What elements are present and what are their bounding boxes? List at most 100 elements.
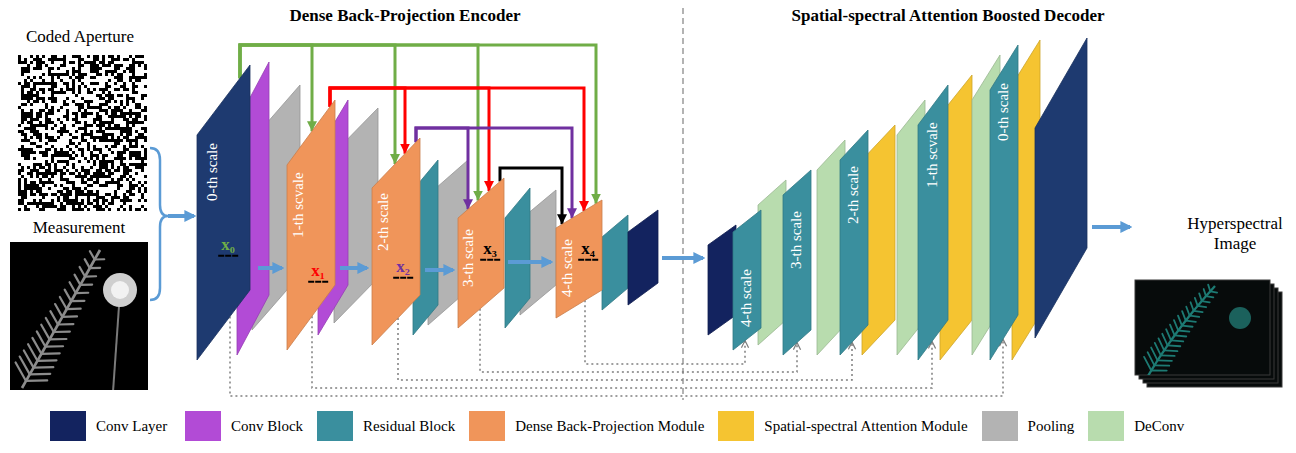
- aperture-cell: [75, 196, 78, 199]
- aperture-cell: [42, 184, 45, 187]
- aperture-cell: [60, 73, 63, 76]
- aperture-cell: [105, 163, 108, 166]
- aperture-cell: [90, 133, 93, 136]
- aperture-cell: [138, 187, 141, 190]
- aperture-cell: [93, 199, 96, 202]
- aperture-cell: [60, 169, 63, 172]
- aperture-cell: [78, 127, 81, 130]
- aperture-cell: [90, 157, 93, 160]
- aperture-cell: [33, 181, 36, 184]
- aperture-cell: [96, 157, 99, 160]
- aperture-cell: [60, 205, 63, 208]
- dense-connection: [240, 45, 312, 131]
- aperture-cell: [39, 193, 42, 196]
- aperture-cell: [72, 136, 75, 139]
- aperture-cell: [102, 202, 105, 205]
- skip-connection: [398, 318, 852, 380]
- aperture-cell: [144, 154, 147, 157]
- aperture-cell: [108, 139, 111, 142]
- aperture-cell: [72, 85, 75, 88]
- aperture-cell: [54, 124, 57, 127]
- aperture-cell: [105, 154, 108, 157]
- aperture-cell: [24, 118, 27, 121]
- aperture-cell: [60, 79, 63, 82]
- fern-leaf: [1178, 331, 1189, 332]
- aperture-cell: [60, 106, 63, 109]
- aperture-cell: [117, 208, 120, 211]
- aperture-cell: [81, 199, 84, 202]
- fern-stem: [1148, 286, 1215, 375]
- aperture-cell: [81, 202, 84, 205]
- aperture-cell: [87, 169, 90, 172]
- aperture-cell: [114, 169, 117, 172]
- aperture-cell: [87, 100, 90, 103]
- aperture-cell: [54, 154, 57, 157]
- aperture-cell: [66, 163, 69, 166]
- aperture-cell: [99, 73, 102, 76]
- aperture-cell: [33, 130, 36, 133]
- aperture-cell: [48, 88, 51, 91]
- aperture-cell: [123, 172, 126, 175]
- aperture-cell: [45, 181, 48, 184]
- aperture-cell: [51, 157, 54, 160]
- aperture-cell: [27, 121, 30, 124]
- aperture-cell: [75, 145, 78, 148]
- aperture-cell: [72, 172, 75, 175]
- aperture-cell: [135, 91, 138, 94]
- aperture-cell: [93, 67, 96, 70]
- aperture-cell: [21, 169, 24, 172]
- aperture-cell: [81, 76, 84, 79]
- aperture-cell: [27, 166, 30, 169]
- aperture-cell: [129, 169, 132, 172]
- aperture-cell: [99, 151, 102, 154]
- aperture-cell: [135, 79, 138, 82]
- aperture-cell: [117, 184, 120, 187]
- aperture-cell: [81, 148, 84, 151]
- aperture-cell: [120, 154, 123, 157]
- aperture-cell: [33, 88, 36, 91]
- aperture-cell: [27, 151, 30, 154]
- aperture-cell: [102, 136, 105, 139]
- aperture-cell: [84, 187, 87, 190]
- aperture-cell: [42, 172, 45, 175]
- aperture-cell: [36, 145, 39, 148]
- aperture-cell: [51, 79, 54, 82]
- aperture-cell: [111, 70, 114, 73]
- aperture-cell: [99, 106, 102, 109]
- aperture-cell: [111, 196, 114, 199]
- fern-leaf: [1148, 352, 1155, 365]
- aperture-cell: [21, 67, 24, 70]
- aperture-cell: [108, 127, 111, 130]
- aperture-cell: [108, 124, 111, 127]
- aperture-cell: [51, 82, 54, 85]
- aperture-cell: [48, 178, 51, 181]
- feature-variable: x₂: [393, 258, 413, 279]
- aperture-cell: [27, 154, 30, 157]
- dense-connection: [240, 45, 395, 164]
- aperture-cell: [87, 148, 90, 151]
- aperture-cell: [141, 136, 144, 139]
- aperture-cell: [30, 79, 33, 82]
- aperture-cell: [87, 172, 90, 175]
- fern-leaf: [71, 300, 84, 303]
- aperture-cell: [144, 118, 147, 121]
- aperture-cell: [129, 109, 132, 112]
- aperture-cell: [114, 67, 117, 70]
- aperture-cell: [111, 115, 114, 118]
- legend-entry: Conv Layer: [50, 411, 167, 441]
- aperture-cell: [111, 55, 114, 58]
- aperture-cell: [24, 136, 27, 139]
- fern-leaf: [34, 366, 54, 369]
- aperture-cell: [126, 118, 129, 121]
- aperture-cell: [123, 118, 126, 121]
- aperture-cell: [51, 97, 54, 100]
- aperture-cell: [99, 94, 102, 97]
- aperture-cell: [108, 172, 111, 175]
- aperture-cell: [87, 145, 90, 148]
- aperture-cell: [36, 94, 39, 97]
- aperture-cell: [126, 67, 129, 70]
- aperture-cell: [99, 163, 102, 166]
- aperture-cell: [54, 163, 57, 166]
- aperture-cell: [78, 103, 81, 106]
- aperture-cell: [117, 73, 120, 76]
